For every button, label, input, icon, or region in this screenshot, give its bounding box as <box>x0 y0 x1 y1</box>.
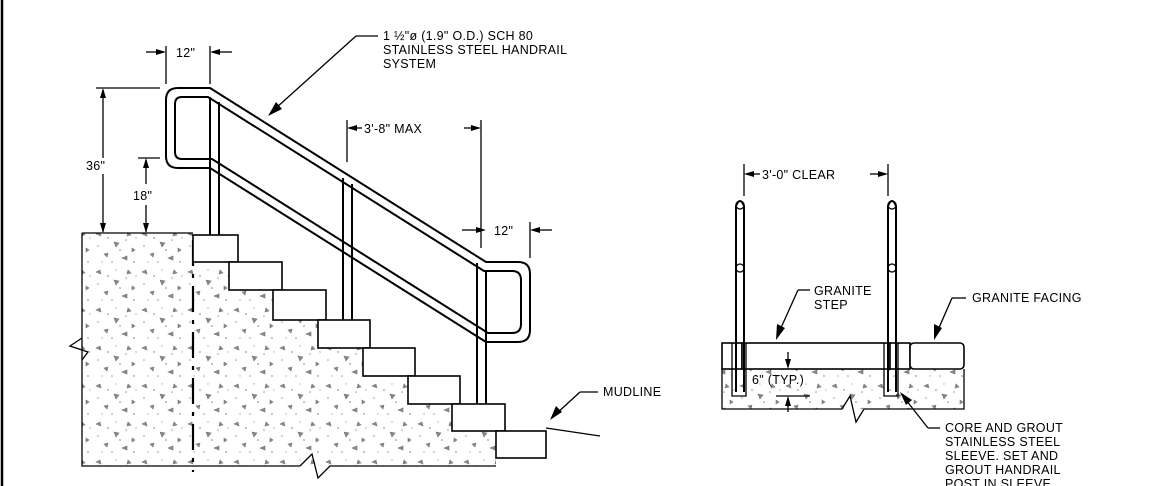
granite-step-leader <box>776 289 810 340</box>
tread-7 <box>451 403 506 432</box>
core-grout-note: CORE AND GROUT STAINLESS STEEL SLEEVE. S… <box>945 421 1067 486</box>
sleeve-left <box>731 343 747 397</box>
granite-facing-block <box>909 342 965 370</box>
granite-step-label: GRANITE STEP <box>814 284 875 312</box>
granite-facing-leader <box>934 297 966 340</box>
handrail-leader <box>268 35 378 116</box>
tread-8 <box>495 430 547 459</box>
break-line-left <box>68 337 90 361</box>
handrail-outer <box>165 87 531 343</box>
dim-sleeve-depth-lines <box>776 352 810 412</box>
section-concrete-outline <box>721 369 965 424</box>
section-concrete-fill <box>722 369 964 409</box>
concrete-fill <box>82 233 496 466</box>
tread-5 <box>362 347 416 377</box>
stair-section: 3'-0" CLEAR 6" (TYP.) GRANITE STEP GRANI… <box>721 164 1082 486</box>
break-line-bottom <box>299 452 496 480</box>
tread-2 <box>228 261 283 291</box>
dim-bottom-extension-lines <box>462 222 552 258</box>
handrail-posts <box>209 97 487 404</box>
dim-post-spacing: 3'-8" MAX <box>364 122 423 136</box>
core-note-leader <box>900 392 940 429</box>
mudline-label: MUDLINE <box>603 385 661 399</box>
tread-3 <box>272 289 327 321</box>
mudline-leader <box>550 391 598 420</box>
dim-height-36: 36" <box>86 159 105 173</box>
sleeve-right <box>883 343 899 397</box>
dim-top-extension-lines <box>146 46 232 84</box>
granite-facing-label: GRANITE FACING <box>972 291 1082 305</box>
handrail-inner <box>174 96 522 334</box>
stair-elevation: 12" 36" 18" 3'-8" MAX <box>68 29 661 480</box>
concrete-outline <box>81 232 300 467</box>
mudline-ground <box>545 427 601 437</box>
dim-height-36-lines <box>96 87 160 233</box>
dim-post-spacing-lines <box>346 120 482 248</box>
granite-treads <box>192 234 547 459</box>
tread-4 <box>317 319 371 349</box>
dim-sleeve-depth: 6" (TYP.) <box>752 373 804 387</box>
dim-clear: 3'-0" CLEAR <box>762 168 835 182</box>
tread-6 <box>407 375 461 405</box>
dim-height-18-lines <box>138 157 160 233</box>
section-post-left <box>735 200 745 392</box>
dim-top-extension: 12" <box>176 46 195 60</box>
granite-step-block <box>741 342 891 370</box>
handrail-callout: 1 ½"ø (1.9" O.D.) SCH 80 STAINLESS STEEL… <box>383 29 571 71</box>
tread-1 <box>192 234 239 263</box>
section-post-right <box>887 200 897 392</box>
dim-height-18: 18" <box>133 189 152 203</box>
dim-bottom-extension: 12" <box>494 224 513 238</box>
granite-block-mid <box>889 342 911 370</box>
dim-clear-lines <box>743 164 889 196</box>
